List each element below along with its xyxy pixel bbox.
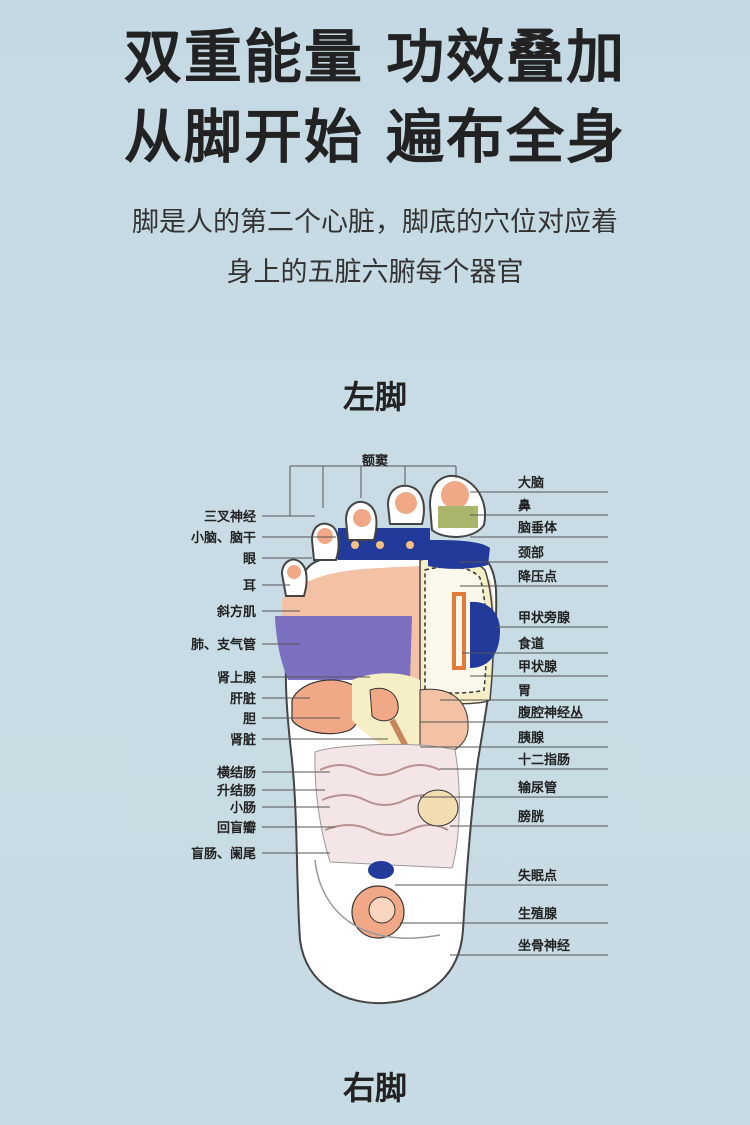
label-cerebellum-brainstem: 小脑、脑干: [191, 530, 256, 546]
label-bladder: 膀胱: [517, 809, 544, 825]
description-line-2: 身上的五脏六腑每个器官: [226, 257, 524, 288]
label-ascending-colon: 升结肠: [217, 783, 256, 799]
headline-line-2: 从脚开始 遍布全身: [123, 103, 627, 171]
label-kidney: 肾脏: [230, 732, 256, 748]
label-celiac-plexus: 腹腔神经丛: [518, 705, 583, 721]
label-adrenal-gland: 肾上腺: [217, 670, 257, 686]
label-duodenum: 十二指肠: [518, 752, 570, 768]
label-genital-gland: 生殖腺: [518, 906, 558, 922]
label-trapezius: 斜方肌: [216, 604, 256, 620]
label-nose: 鼻: [518, 498, 531, 514]
description-line-1: 脚是人的第二个心脏，脚底的穴位对应着: [132, 207, 618, 238]
label-stomach: 胃: [518, 684, 531, 699]
label-ear: 耳: [243, 579, 256, 594]
left-labels: 三叉神经 小脑、脑干 眼 耳 斜方肌 肺、支气管 肾上腺 肝脏 胆 肾脏 横结肠…: [191, 509, 257, 862]
label-trigeminal-nerve: 三叉神经: [204, 509, 256, 525]
headline-line-1: 双重能量 功效叠加: [123, 23, 627, 91]
label-small-intestine: 小肠: [230, 801, 256, 816]
label-leader-lines: [262, 465, 608, 956]
label-pituitary: 脑垂体: [518, 520, 558, 536]
label-cecum-appendix: 盲肠、阑尾: [191, 846, 256, 862]
label-neck: 颈部: [518, 545, 544, 561]
label-lung-bronchi: 肺、支气管: [191, 637, 256, 653]
label-blood-pressure-point: 降压点: [518, 569, 557, 585]
label-ureter: 输尿管: [518, 780, 557, 796]
right-foot-title: 右脚: [342, 1069, 407, 1107]
label-sciatic-nerve: 坐骨神经: [518, 938, 570, 954]
label-gallbladder: 胆: [243, 712, 256, 727]
label-parathyroid: 甲状旁腺: [518, 610, 571, 626]
label-cerebrum: 大脑: [518, 475, 544, 491]
label-liver: 肝脏: [230, 691, 256, 707]
label-thyroid: 甲状腺: [518, 659, 558, 675]
label-esophagus: 食道: [518, 636, 544, 652]
label-ileocecal-valve: 回盲瓣: [217, 820, 256, 836]
left-foot-title: 左脚: [342, 378, 407, 416]
foot-toes: [280, 474, 486, 597]
foot-sole: [275, 528, 500, 1005]
label-frontal-sinus: 额窦: [362, 453, 388, 469]
label-transverse-colon: 横结肠: [217, 765, 256, 781]
label-pancreas: 胰腺: [518, 730, 545, 746]
label-eye: 眼: [243, 552, 257, 567]
right-labels: 大脑 鼻 脑垂体 颈部 降压点 甲状旁腺 食道 甲状腺 胃 腹腔神经丛 胰腺 十…: [517, 475, 583, 954]
label-insomnia-point: 失眠点: [518, 868, 557, 884]
